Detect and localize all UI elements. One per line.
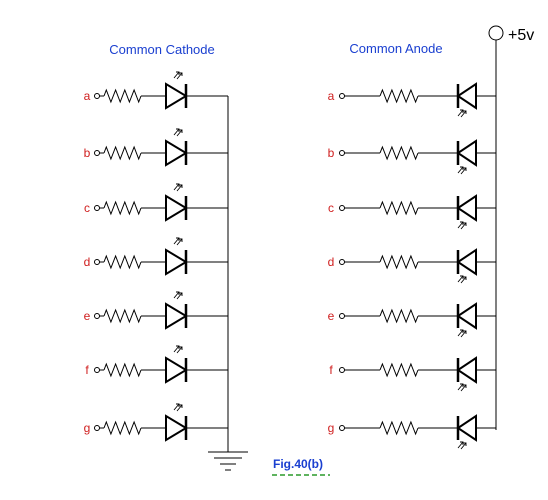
resistor-icon	[379, 145, 419, 161]
led-diode-icon	[456, 248, 477, 276]
resistor-icon	[103, 420, 142, 436]
resistor-icon	[379, 362, 419, 378]
terminal-icon	[339, 205, 345, 211]
light-emission-icon	[173, 403, 183, 412]
led-diode-icon	[165, 302, 188, 330]
common-anode-title: Common Anode	[349, 41, 442, 56]
led-diode-icon	[165, 414, 188, 442]
resistor-icon	[379, 200, 419, 216]
cathode-segment-label: e	[84, 309, 91, 323]
resistor-icon	[379, 88, 419, 104]
led-diode-icon	[456, 139, 477, 167]
resistor-icon	[379, 254, 419, 270]
cathode-segment-label: f	[85, 363, 89, 377]
anode-segment-label: c	[328, 201, 334, 215]
terminal-icon	[94, 367, 100, 373]
cathode-segment-label: c	[84, 201, 90, 215]
resistor-icon	[103, 362, 142, 378]
supply-terminal-icon	[488, 25, 504, 41]
anode-row-e: e	[328, 302, 496, 338]
cathode-segment-label: a	[84, 89, 91, 103]
light-emission-icon	[173, 291, 183, 300]
cathode-row-e: e	[84, 291, 228, 330]
resistor-icon	[103, 200, 142, 216]
terminal-icon	[339, 425, 345, 431]
terminal-icon	[94, 205, 100, 211]
anode-row-a: a	[328, 82, 496, 118]
anode-segment-label: a	[328, 89, 335, 103]
cathode-row-c: c	[84, 183, 228, 222]
terminal-icon	[339, 93, 345, 99]
light-emission-icon	[173, 183, 183, 192]
anode-segment-label: b	[328, 146, 335, 160]
resistor-icon	[103, 254, 142, 270]
cathode-row-b: b	[84, 128, 228, 167]
light-emission-icon	[173, 128, 183, 137]
light-emission-icon	[173, 345, 183, 354]
led-diode-icon	[165, 194, 188, 222]
terminal-icon	[94, 93, 100, 99]
resistor-icon	[103, 145, 142, 161]
cathode-row-f: f	[85, 345, 228, 384]
light-emission-icon	[457, 441, 467, 450]
common-cathode-title: Common Cathode	[109, 42, 215, 57]
anode-segment-label: d	[328, 255, 335, 269]
led-diode-icon	[456, 414, 477, 442]
ground-icon	[208, 451, 248, 471]
terminal-icon	[339, 313, 345, 319]
led-diode-icon	[456, 302, 477, 330]
terminal-icon	[94, 259, 100, 265]
led-diode-icon	[165, 248, 188, 276]
terminal-icon	[94, 313, 100, 319]
cathode-bus	[208, 96, 248, 471]
light-emission-icon	[457, 329, 467, 338]
anode-row-d: d	[328, 248, 496, 284]
supply-label: +5v	[508, 27, 534, 44]
cathode-segment-label: d	[84, 255, 91, 269]
anode-bus: +5v	[488, 25, 534, 430]
light-emission-icon	[457, 166, 467, 175]
resistor-icon	[379, 420, 419, 436]
cathode-rows: a b c d e f g	[84, 71, 228, 442]
terminal-icon	[94, 425, 100, 431]
anode-segment-label: f	[329, 363, 333, 377]
anode-rows: a b c d e f g	[328, 82, 496, 450]
cathode-row-g: g	[84, 403, 228, 442]
cathode-segment-label: b	[84, 146, 91, 160]
terminal-icon	[339, 367, 345, 373]
anode-row-c: c	[328, 194, 496, 230]
light-emission-icon	[173, 71, 183, 80]
cathode-row-a: a	[84, 71, 228, 110]
light-emission-icon	[457, 275, 467, 284]
anode-row-b: b	[328, 139, 496, 175]
terminal-icon	[339, 150, 345, 156]
anode-row-f: f	[329, 356, 496, 392]
led-diode-icon	[165, 139, 188, 167]
terminal-icon	[94, 150, 100, 156]
light-emission-icon	[457, 383, 467, 392]
led-diode-icon	[165, 82, 188, 110]
resistor-icon	[103, 308, 142, 324]
figure-caption: Fig.40(b)	[273, 457, 323, 471]
led-diode-icon	[456, 194, 477, 222]
anode-segment-label: e	[328, 309, 335, 323]
resistor-icon	[103, 88, 142, 104]
anode-segment-label: g	[328, 421, 335, 435]
led-diode-icon	[456, 82, 477, 110]
light-emission-icon	[457, 109, 467, 118]
cathode-row-d: d	[84, 237, 228, 276]
light-emission-icon	[173, 237, 183, 246]
terminal-icon	[339, 259, 345, 265]
led-diode-icon	[165, 356, 188, 384]
cathode-segment-label: g	[84, 421, 91, 435]
led-diode-icon	[456, 356, 477, 384]
light-emission-icon	[457, 221, 467, 230]
anode-row-g: g	[328, 414, 496, 450]
resistor-icon	[379, 308, 419, 324]
